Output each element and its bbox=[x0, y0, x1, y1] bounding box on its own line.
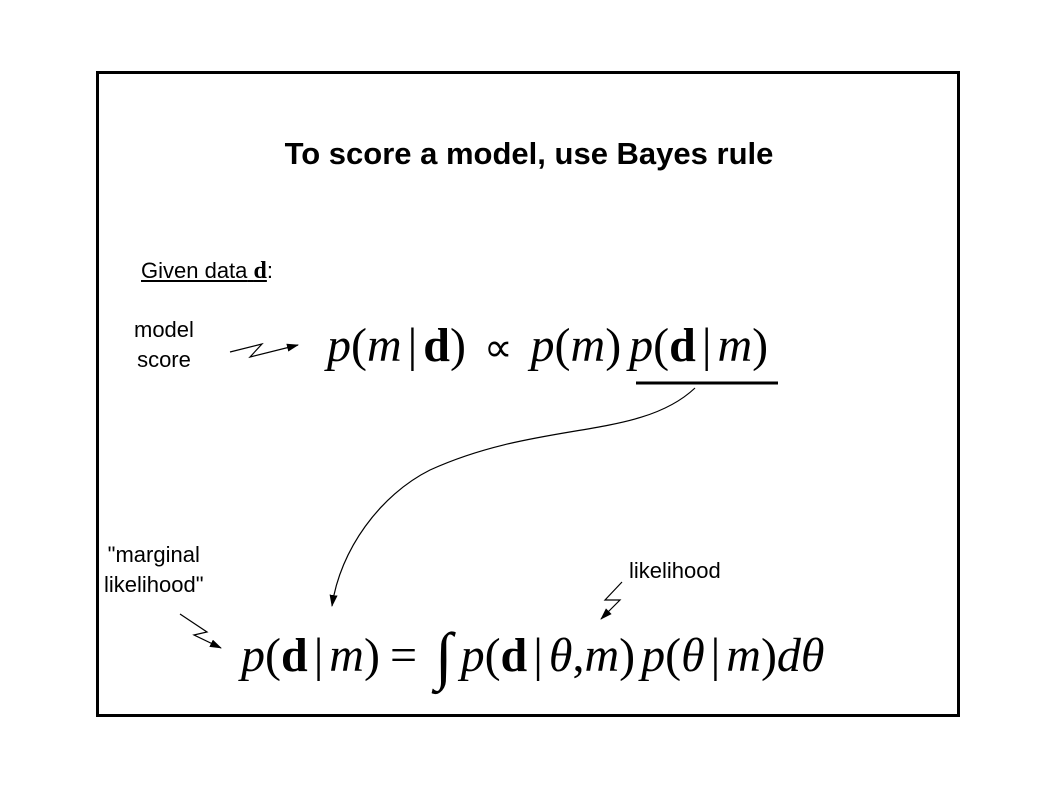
eq-top-lhs-d: d bbox=[423, 319, 450, 372]
eq-bot-lhs-m: m bbox=[329, 629, 364, 682]
eq-bot-lhs-close: ) bbox=[363, 629, 380, 682]
eq-top-lhs-close: ) bbox=[449, 319, 466, 372]
eq-bot-lhs-p: p bbox=[241, 629, 265, 682]
eq-top-lik-d: d bbox=[669, 319, 696, 372]
eq-bot-lhs-d: d bbox=[280, 629, 308, 682]
model-score-arrow bbox=[229, 342, 299, 359]
eq-bot-t2-bar: | bbox=[710, 629, 721, 682]
likelihood-arrow bbox=[600, 581, 623, 620]
eq-top-prior-m: m bbox=[570, 319, 606, 372]
eq-top-prior-open: ( bbox=[554, 319, 571, 372]
eq-bot-lhs-open: ( bbox=[265, 629, 281, 682]
slide-title: To score a model, use Bayes rule bbox=[284, 136, 774, 171]
eq-bot-equals: = bbox=[389, 629, 418, 682]
integral-sign: ∫ bbox=[435, 620, 453, 691]
given-symbol: d bbox=[253, 258, 267, 284]
eq-bot-t1-bar: | bbox=[533, 629, 543, 682]
eq-top-prior-p: p bbox=[530, 319, 555, 372]
eq-bot-t1-comma: , bbox=[572, 629, 585, 682]
marginal-likelihood-label: "marginal likelihood" bbox=[104, 540, 204, 600]
given-suffix: : bbox=[266, 258, 274, 283]
eq-top-prior-close: ) bbox=[605, 319, 622, 372]
eq-bot-t2-m: m bbox=[726, 629, 761, 682]
eq-bot-t1-open: ( bbox=[484, 629, 501, 682]
eq-bot-t1-m: m bbox=[584, 629, 620, 682]
likelihood-label: likelihood bbox=[629, 556, 721, 586]
model-score-line1: model bbox=[134, 317, 194, 342]
eq-top-lik-bar: | bbox=[701, 319, 712, 372]
eq-bot-dtheta-theta: θ bbox=[800, 629, 825, 682]
likelihood-text: likelihood bbox=[629, 558, 721, 583]
model-score-label: model score bbox=[134, 315, 194, 375]
eq-top-lhs-m: m bbox=[366, 319, 402, 372]
marginal-likelihood-arrow bbox=[179, 613, 222, 649]
marginal-line2: likelihood" bbox=[104, 572, 204, 597]
eq-bot-t2-p: p bbox=[641, 629, 666, 682]
eq-top-lik-p: p bbox=[629, 319, 654, 372]
eq-bot-lhs-bar: | bbox=[313, 629, 324, 682]
eq-bot-t1-close: ) bbox=[619, 629, 636, 682]
eq-bot-t2-close: ) bbox=[760, 629, 777, 682]
eq-top-lik-m: m bbox=[717, 319, 753, 372]
given-data-label: Given data d bbox=[141, 258, 267, 284]
eq-top-lhs-p: p bbox=[327, 319, 351, 372]
given-data-line: Given data d: bbox=[141, 258, 273, 285]
eq-bot-t1-theta: θ bbox=[548, 629, 573, 682]
eq-top-lik-close: ) bbox=[752, 319, 769, 372]
eq-bot-t2-theta: θ bbox=[681, 629, 705, 682]
eq-top-lik-open: ( bbox=[653, 319, 670, 372]
bayes-equation: p(m|d)∝p(m)p(d|m) bbox=[327, 318, 768, 373]
eq-bot-t1-p: p bbox=[460, 629, 485, 682]
eq-top-prop: ∝ bbox=[483, 325, 513, 370]
model-score-line2: score bbox=[137, 347, 191, 372]
eq-bot-dtheta-d: d bbox=[776, 629, 801, 682]
marginal-line1: "marginal bbox=[107, 542, 200, 567]
eq-top-lhs-bar: | bbox=[407, 319, 418, 372]
eq-bot-t1-d: d bbox=[500, 629, 528, 682]
given-prefix: Given data bbox=[141, 258, 248, 283]
curved-arrow bbox=[329, 387, 696, 607]
eq-bot-t2-open: ( bbox=[665, 629, 682, 682]
marginal-likelihood-equation: p(d|m)=∫p(d|θ,m)p(θ|m)dθ bbox=[241, 619, 825, 693]
slide-frame bbox=[96, 71, 960, 717]
eq-top-lhs-open: ( bbox=[351, 319, 367, 372]
